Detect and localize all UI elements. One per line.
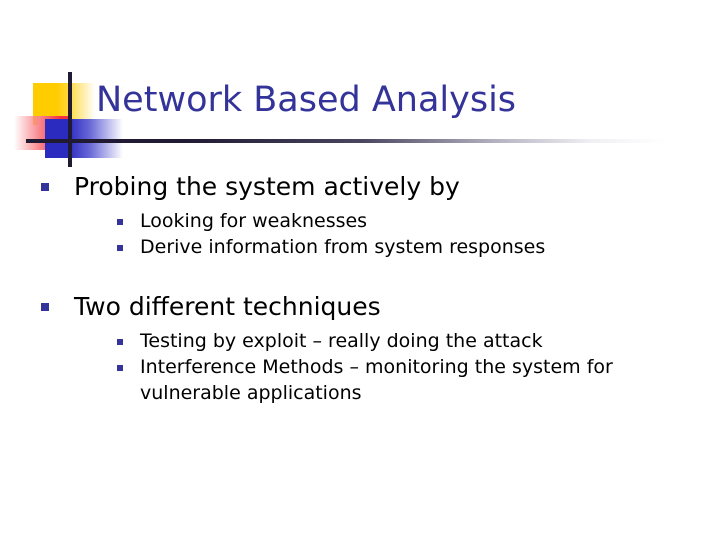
- bullet-level2: Interference Methods – monitoring the sy…: [0, 354, 720, 406]
- square-bullet-icon: [41, 303, 49, 311]
- decoration-vertical-rule: [68, 72, 72, 167]
- decoration-red-square: [14, 116, 71, 150]
- bullet-level2: Derive information from system responses: [0, 234, 720, 260]
- title-divider-rule: [33, 139, 665, 143]
- bullet-level1-label: Probing the system actively by: [74, 172, 460, 201]
- bullet-level2-label: Testing by exploit – really doing the at…: [140, 330, 543, 352]
- bullet-level2-label: Derive information from system responses: [140, 236, 546, 258]
- square-bullet-icon: [117, 339, 123, 345]
- slide-title: Network Based Analysis: [96, 80, 517, 120]
- square-bullet-icon: [41, 183, 49, 191]
- square-bullet-icon: [117, 365, 123, 371]
- bullet-level2-label: Interference Methods – monitoring the sy…: [140, 356, 613, 404]
- decoration-yellow-square: [33, 83, 95, 125]
- bullet-level2: Testing by exploit – really doing the at…: [0, 328, 720, 354]
- square-bullet-icon: [117, 219, 123, 225]
- bullet-level2-label: Looking for weaknesses: [140, 210, 368, 232]
- bullet-level2: Looking for weaknesses: [0, 208, 720, 234]
- section-spacer: [0, 260, 720, 290]
- square-bullet-icon: [117, 245, 123, 251]
- bullet-level1-label: Two different techniques: [74, 292, 381, 321]
- slide-body: Probing the system actively by Looking f…: [0, 170, 720, 406]
- bullet-level1: Two different techniques: [0, 290, 720, 324]
- bullet-level1: Probing the system actively by: [0, 170, 720, 204]
